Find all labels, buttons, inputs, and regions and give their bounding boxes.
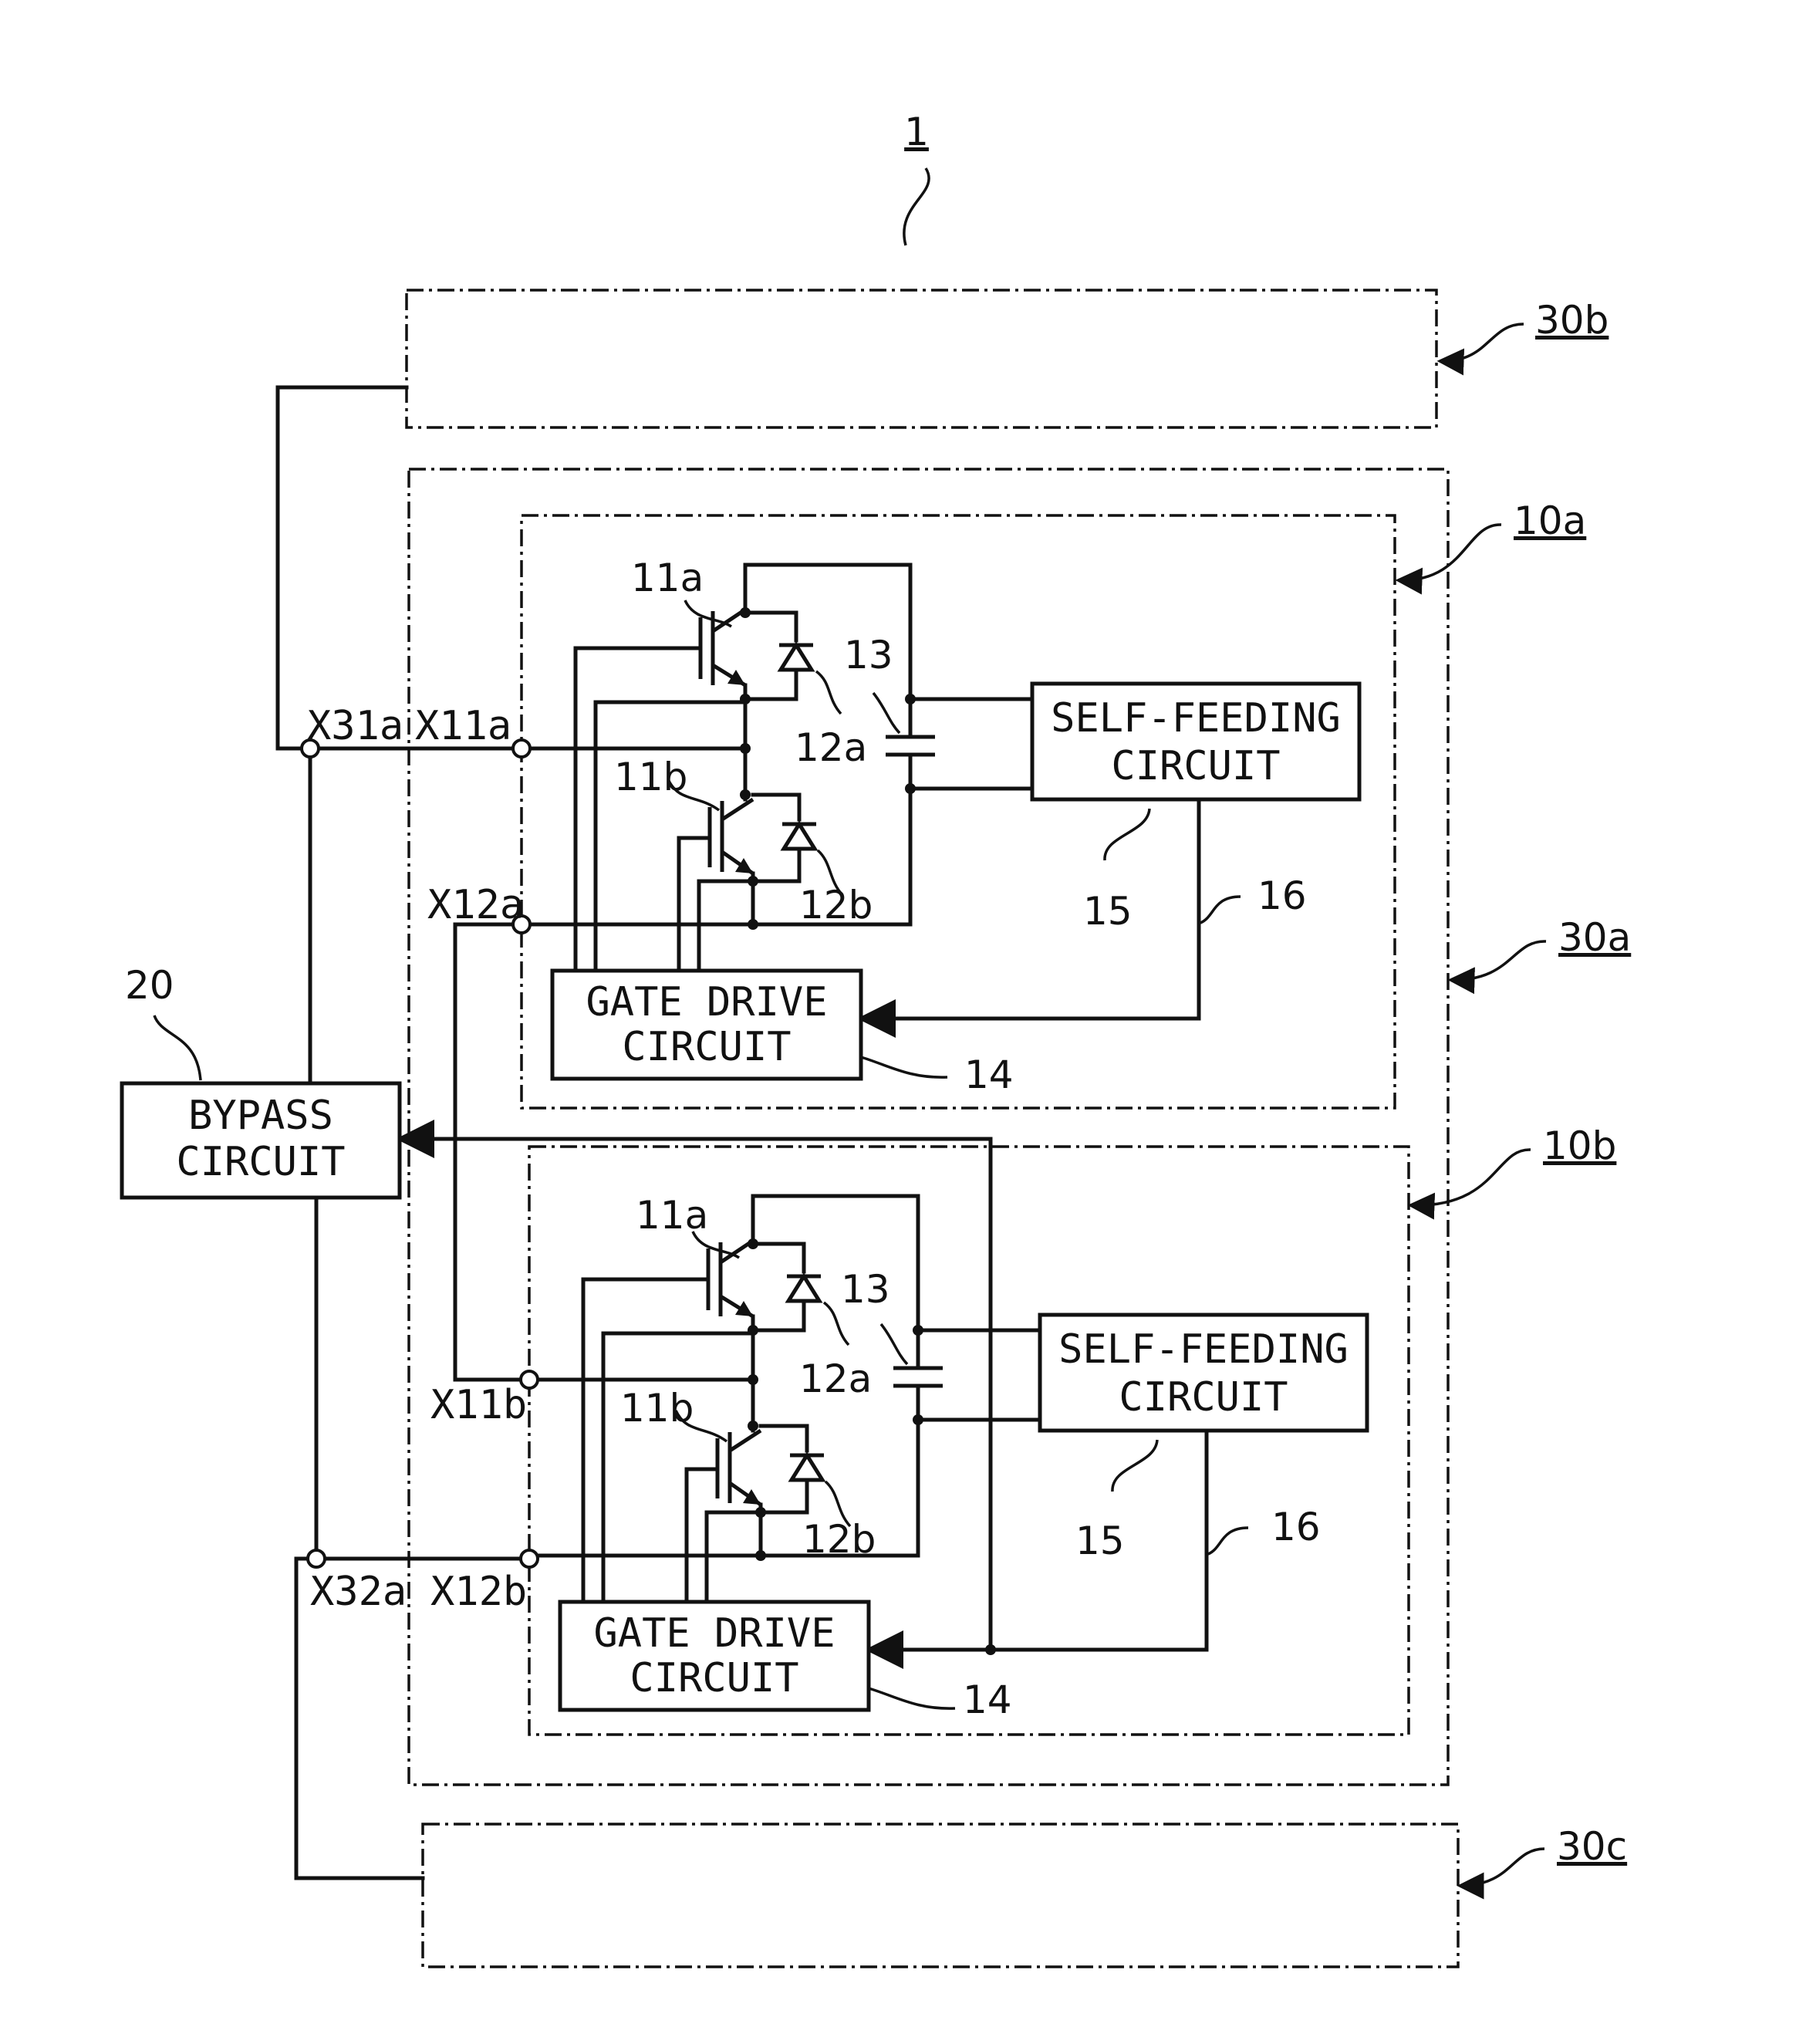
terminal-x12b-label: X12b	[430, 1569, 527, 1615]
bypass-circuit-line1: BYPASS	[188, 1093, 333, 1139]
block-30b-leader	[1440, 324, 1524, 361]
figure-ref-label: 1	[904, 110, 929, 154]
block-30b-label: 30b	[1535, 298, 1609, 343]
block-30b	[407, 290, 1436, 427]
terminal-x11b-label: X11b	[430, 1382, 527, 1428]
figure-ref-leader	[904, 168, 929, 245]
terminal-x32a	[308, 1550, 325, 1567]
terminal-x11a-label: X11a	[415, 703, 511, 749]
junction-monitor	[985, 1644, 996, 1655]
block-30a	[409, 469, 1448, 1785]
bypass-circuit-ref: 20	[125, 963, 174, 1008]
block-30c-leader	[1460, 1849, 1544, 1886]
wire-x12a-x11b	[455, 924, 529, 1380]
self-feeding-circuit-10a-line1: SELF-FEEDING	[1051, 695, 1341, 742]
self-feeding-circuit-10b-line2: CIRCUIT	[1119, 1374, 1288, 1421]
terminal-x32a-label: X32a	[310, 1569, 407, 1615]
diode-12b-ref-10a: 12b	[799, 883, 873, 927]
terminal-x12b	[521, 1550, 538, 1567]
gate-drive-14-ref-10a: 14	[964, 1052, 1014, 1097]
capacitor-13-ref-10b: 13	[841, 1267, 890, 1312]
module-10b-leader	[1410, 1150, 1531, 1205]
diode-12b-ref-10b: 12b	[802, 1517, 876, 1562]
diode-12a-ref-10a: 12a	[795, 725, 867, 770]
bypass-circuit-line2: CIRCUIT	[176, 1139, 345, 1185]
gate-drive-14-ref-10b: 14	[963, 1677, 1012, 1722]
signal-16-ref-10b: 16	[1271, 1505, 1321, 1549]
switch-11b-ref-10a: 11b	[614, 755, 687, 799]
module-10a-leader	[1398, 525, 1501, 580]
gate-drive-circuit-10a-line1: GATE DRIVE	[586, 979, 827, 1025]
wire-30b-to-x31a	[278, 387, 407, 748]
switch-11b-ref-10b: 11b	[620, 1386, 694, 1431]
block-30a-leader	[1450, 941, 1546, 980]
switch-11a-ref-10a: 11a	[631, 556, 704, 600]
block-30c	[423, 1824, 1458, 1967]
module-10b-label: 10b	[1543, 1123, 1616, 1168]
bypass-circuit-leader	[154, 1015, 201, 1080]
self-feeding-15-ref-10a: 15	[1083, 889, 1133, 934]
signal-16-ref-10a: 16	[1257, 873, 1307, 918]
gate-drive-circuit-10b-line2: CIRCUIT	[630, 1655, 798, 1701]
gate-drive-circuit-10b-line1: GATE DRIVE	[593, 1610, 835, 1657]
self-feeding-circuit-10b-line1: SELF-FEEDING	[1058, 1326, 1349, 1373]
terminal-x31a-label: X31a	[307, 703, 403, 749]
block-30a-label: 30a	[1558, 915, 1631, 960]
terminal-x11a	[513, 740, 530, 757]
block-30c-label: 30c	[1557, 1824, 1627, 1869]
diode-12a-ref-10b: 12a	[799, 1356, 872, 1401]
capacitor-13-ref-10a: 13	[844, 633, 893, 677]
terminal-x12a-label: X12a	[427, 882, 524, 928]
self-feeding-circuit-10a-line2: CIRCUIT	[1111, 743, 1280, 789]
switch-11a-ref-10b: 11a	[636, 1193, 708, 1238]
module-10a-label: 10a	[1514, 498, 1586, 543]
self-feeding-15-ref-10b: 15	[1075, 1519, 1125, 1563]
gate-drive-circuit-10a-line2: CIRCUIT	[622, 1024, 791, 1070]
